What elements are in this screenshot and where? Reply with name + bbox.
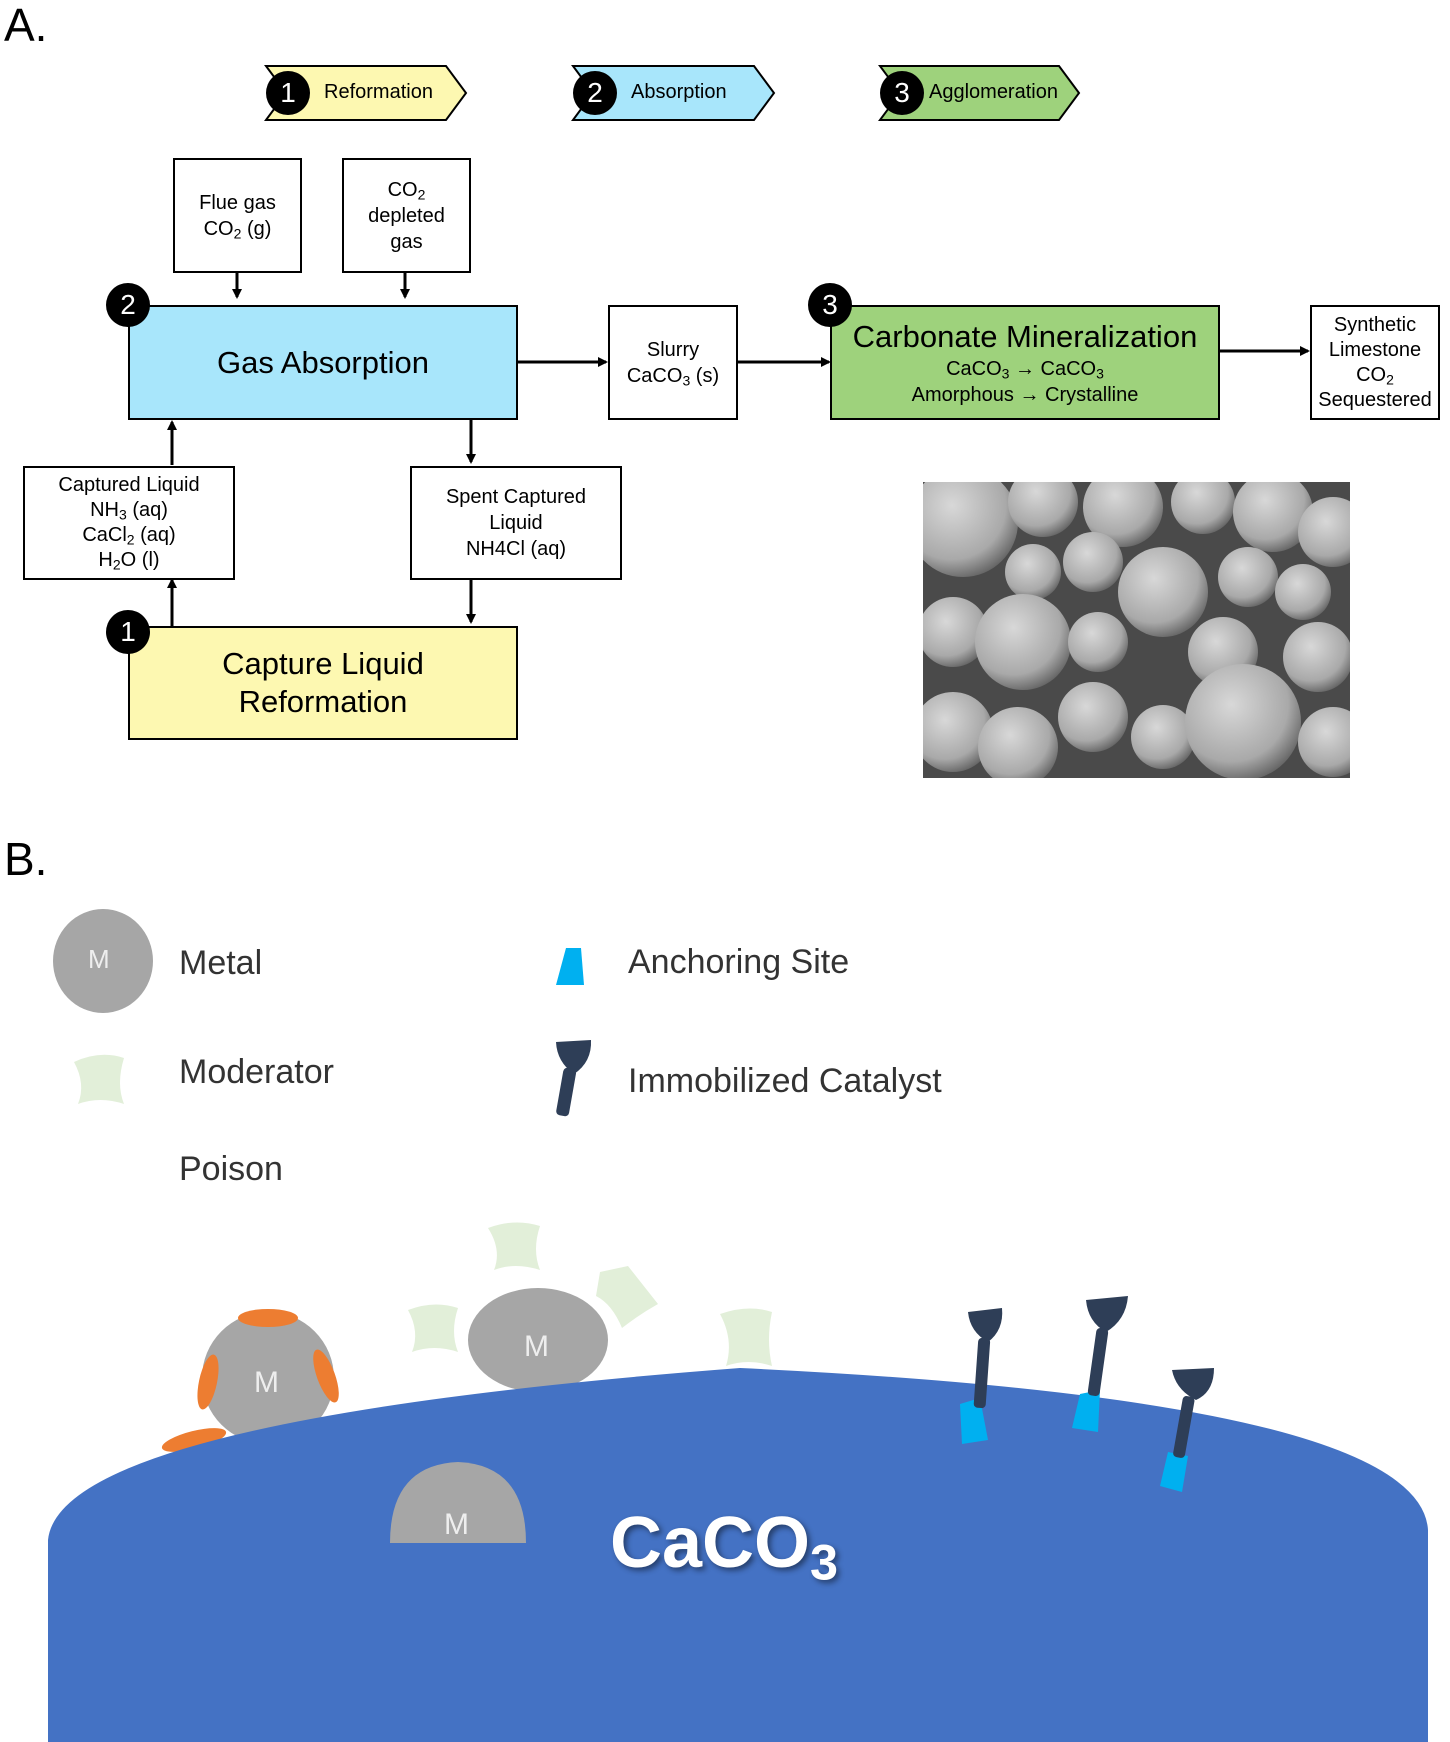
slurry-line1: Slurry xyxy=(646,338,700,361)
spent-line3: NH4Cl (aq) xyxy=(465,538,567,560)
catalyst-head-2 xyxy=(1086,1296,1128,1332)
legend-shapes xyxy=(53,909,592,1117)
mineralization-badge: 3 xyxy=(808,283,852,327)
synthetic-line3: CO2 xyxy=(1356,363,1394,387)
poison-surface xyxy=(161,1428,227,1452)
captured-liquid-box: Captured Liquid NH3 (aq) CaCl2 (aq) H2O … xyxy=(23,466,235,580)
catalyst-head-1 xyxy=(968,1308,1003,1342)
metal-letter-moderated: M xyxy=(524,1330,549,1363)
captured-line4: H2O (l) xyxy=(98,549,160,573)
reformation-badge: 1 xyxy=(106,610,150,654)
moderator-float-2 xyxy=(408,1304,458,1352)
captured-line3: CaCl2 (aq) xyxy=(82,524,176,548)
gas-absorption-label: Gas Absorption xyxy=(217,344,429,380)
depleted-gas-line3: gas xyxy=(390,230,423,253)
legend-moderator-text: Moderator xyxy=(179,1053,334,1091)
mineralization-line3: Amorphous → Crystalline xyxy=(911,383,1139,406)
legend-catalyst-icon xyxy=(556,1040,592,1117)
stage-badge-1: 1 xyxy=(266,71,310,115)
moderator-float-3 xyxy=(596,1266,658,1328)
slurry-box: Slurry CaCO3 (s) xyxy=(608,305,738,420)
stage-chevrons xyxy=(264,65,1081,121)
legend-catalyst-text: Immobilized Catalyst xyxy=(628,1062,942,1100)
metal-with-moderator xyxy=(468,1288,608,1392)
reformation-box: Capture Liquid Reformation xyxy=(128,626,518,740)
caco3-label: CaCO3 xyxy=(610,1503,839,1591)
spent-liquid-box: Spent Captured Liquid NH4Cl (aq) xyxy=(410,466,622,580)
synthetic-line1: Synthetic xyxy=(1333,313,1417,336)
legend-poison-text: Poison xyxy=(179,1150,283,1188)
flue-gas-line2: CO2 (g) xyxy=(203,217,272,241)
stage-badge-2: 2 xyxy=(573,71,617,115)
poison-right xyxy=(313,1349,339,1403)
mineralization-line2: CaCO3 → CaCO3 xyxy=(946,357,1104,381)
metal-letter-embedded: M xyxy=(444,1508,469,1541)
metal-poisoned xyxy=(202,1312,334,1444)
captured-line2: NH3 (aq) xyxy=(90,499,168,523)
limestone-pellets-photo xyxy=(923,482,1350,778)
legend-moderator-icon xyxy=(74,1054,124,1104)
catalyst-stem-1 xyxy=(973,1337,991,1409)
panel-b-label: B. xyxy=(4,833,48,885)
caco3-substrate xyxy=(48,1368,1428,1742)
captured-line1: Captured Liquid xyxy=(58,474,200,496)
legend-metal-letter: M xyxy=(88,944,110,974)
slurry-line2: CaCO3 (s) xyxy=(626,364,720,388)
stage-badge-3: 3 xyxy=(880,71,924,115)
flue-gas-line1: Flue gas xyxy=(199,191,276,214)
metal-letter-poisoned: M xyxy=(254,1366,279,1399)
synthetic-line2: Limestone xyxy=(1328,338,1422,361)
depleted-gas-box: CO2 depleted gas xyxy=(342,158,471,273)
flow-arrows xyxy=(167,272,1310,626)
caco3-surface-scene xyxy=(48,1222,1428,1742)
poison-left xyxy=(197,1354,219,1410)
carbonate-mineralization-box: Carbonate Mineralization CaCO3 → CaCO3 A… xyxy=(830,305,1220,420)
gas-absorption-box: Gas Absorption xyxy=(128,305,518,420)
legend-metal-icon xyxy=(53,909,153,1013)
anchor-3 xyxy=(1160,1452,1188,1492)
anchor-1 xyxy=(960,1398,988,1444)
poison-top xyxy=(238,1309,298,1327)
gas-absorption-badge: 2 xyxy=(106,283,150,327)
moderator-surface xyxy=(720,1308,772,1366)
flue-gas-box: Flue gas CO2 (g) xyxy=(173,158,302,273)
reformation-line1: Capture Liquid xyxy=(222,646,424,681)
mineralization-title: Carbonate Mineralization xyxy=(852,318,1198,354)
spent-line2: Liquid xyxy=(489,512,543,534)
catalyst-head-3 xyxy=(1172,1368,1214,1400)
stage-label-agglomeration: Agglomeration xyxy=(929,81,1058,103)
synthetic-line4: Sequestered xyxy=(1318,388,1432,411)
catalyst-stem-2 xyxy=(1087,1328,1109,1396)
stage-label-reformation: Reformation xyxy=(324,81,433,103)
stage-label-absorption: Absorption xyxy=(631,81,727,103)
anchor-2 xyxy=(1072,1390,1100,1432)
legend-anchor-icon xyxy=(556,948,584,985)
moderator-float-1 xyxy=(488,1222,540,1270)
legend-anchoring-text: Anchoring Site xyxy=(628,943,850,981)
depleted-gas-line2: depleted xyxy=(368,204,445,227)
depleted-gas-line1: CO2 xyxy=(387,178,426,202)
metal-embedded xyxy=(390,1462,526,1543)
catalyst-stem-3 xyxy=(1173,1396,1195,1458)
spent-line1: Spent Captured xyxy=(445,486,587,508)
legend-metal-text: Metal xyxy=(179,944,263,982)
synthetic-limestone-box: Synthetic Limestone CO2 Sequestered xyxy=(1310,305,1440,420)
reformation-line2: Reformation xyxy=(238,684,408,719)
panel-a-label: A. xyxy=(4,0,48,51)
